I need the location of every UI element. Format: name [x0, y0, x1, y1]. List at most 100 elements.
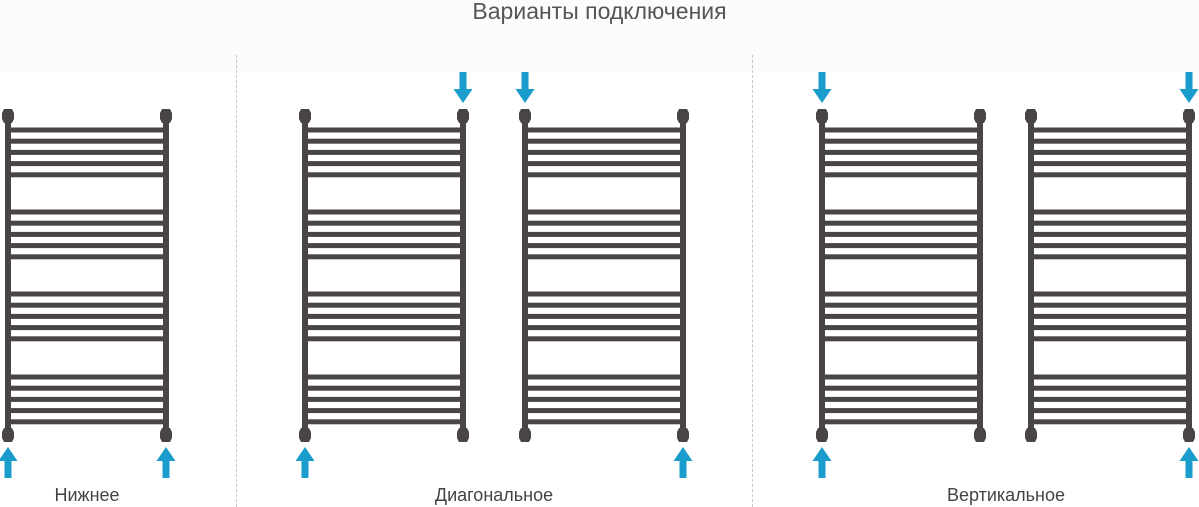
radiator-bar — [11, 243, 163, 249]
arrow-down-icon — [1179, 72, 1199, 103]
radiator-bar — [528, 127, 680, 133]
radiator-bar — [528, 396, 680, 402]
radiator-bar — [528, 209, 680, 215]
radiator-bar — [1034, 220, 1186, 226]
radiator-bar — [308, 209, 460, 215]
radiator-cap — [677, 428, 689, 442]
radiator-bar — [528, 419, 680, 425]
radiator-bar — [825, 138, 977, 144]
radiator-bar — [825, 231, 977, 237]
radiator-bar — [1034, 291, 1186, 297]
radiator-bar — [11, 161, 163, 167]
radiator-bar — [308, 172, 460, 178]
radiator-bar — [825, 408, 977, 414]
radiator-post — [977, 116, 983, 434]
radiator-bar — [825, 243, 977, 249]
radiator-bar — [528, 374, 680, 380]
radiator-bar — [308, 254, 460, 260]
towel-radiator — [812, 72, 986, 478]
radiator-bar — [528, 291, 680, 297]
radiator-cap — [2, 109, 14, 123]
radiator-bar — [528, 172, 680, 178]
radiator-bar — [1034, 385, 1186, 391]
radiator-cap — [1183, 428, 1195, 442]
radiator-bar — [1034, 231, 1186, 237]
radiator-bar — [11, 396, 163, 402]
radiator-bar — [528, 149, 680, 155]
radiator-bar — [11, 172, 163, 178]
radiator-bar — [528, 408, 680, 414]
diagram-title: Варианты подключения — [472, 0, 727, 24]
radiator-cap — [1183, 109, 1195, 123]
label-bottom-connection: Нижнее — [54, 485, 120, 505]
radiator-bar — [308, 419, 460, 425]
radiator-bar — [308, 336, 460, 342]
radiator-bar — [1034, 325, 1186, 331]
radiator-post — [460, 116, 466, 434]
radiator-bar — [825, 127, 977, 133]
radiator-bar — [11, 336, 163, 342]
radiator-cap — [974, 109, 986, 123]
radiator-bar — [528, 161, 680, 167]
radiator-bar — [825, 325, 977, 331]
radiator-cap — [299, 109, 311, 123]
radiator-cap — [677, 109, 689, 123]
radiator-bar — [825, 385, 977, 391]
radiator-bar — [308, 127, 460, 133]
arrow-down-icon — [812, 72, 832, 103]
radiator-bar — [1034, 127, 1186, 133]
radiator-bar — [308, 374, 460, 380]
radiator-bar — [308, 396, 460, 402]
radiator-bar — [11, 220, 163, 226]
radiator-bar — [1034, 209, 1186, 215]
radiator-cap — [160, 109, 172, 123]
radiator-bar — [528, 243, 680, 249]
radiator-cap — [299, 428, 311, 442]
radiator-post — [680, 116, 686, 434]
label-diagonal-connection: Диагональное — [434, 485, 554, 505]
radiator-cap — [1025, 109, 1037, 123]
radiator-post — [819, 116, 825, 434]
radiator-bar — [825, 313, 977, 319]
radiator-bar — [308, 302, 460, 308]
radiator-bar — [528, 254, 680, 260]
radiator-bar — [11, 254, 163, 260]
radiator-bar — [11, 127, 163, 133]
radiator-bar — [11, 408, 163, 414]
radiator-bar — [11, 419, 163, 425]
radiator-bar — [825, 172, 977, 178]
radiator-bar — [1034, 336, 1186, 342]
radiator-bar — [308, 325, 460, 331]
radiator-bar — [825, 419, 977, 425]
radiator-post — [1186, 116, 1192, 434]
separator — [752, 55, 753, 507]
radiator-cap — [816, 109, 828, 123]
arrow-up-icon — [673, 447, 693, 478]
label-vertical-connection: Вертикальное — [946, 485, 1066, 505]
radiator-bar — [528, 302, 680, 308]
arrow-up-icon — [1179, 447, 1199, 478]
radiator-bar — [11, 149, 163, 155]
radiator-bar — [1034, 149, 1186, 155]
radiator-bar — [528, 325, 680, 331]
radiator-bar — [825, 396, 977, 402]
radiator-post — [5, 116, 11, 434]
radiator-bar — [528, 385, 680, 391]
radiator-bar — [308, 231, 460, 237]
arrow-down-icon — [515, 72, 535, 103]
radiator-bar — [11, 325, 163, 331]
radiator-bar — [11, 313, 163, 319]
separator — [236, 55, 237, 507]
radiator-bar — [825, 161, 977, 167]
radiator-bar — [308, 243, 460, 249]
radiator-post — [1028, 116, 1034, 434]
radiator-bar — [1034, 419, 1186, 425]
radiator-bar — [308, 313, 460, 319]
radiator-bar — [11, 302, 163, 308]
radiator-bar — [825, 220, 977, 226]
radiator-bar — [308, 408, 460, 414]
radiator-bar — [11, 138, 163, 144]
radiator-bar — [1034, 243, 1186, 249]
radiator-bar — [11, 374, 163, 380]
